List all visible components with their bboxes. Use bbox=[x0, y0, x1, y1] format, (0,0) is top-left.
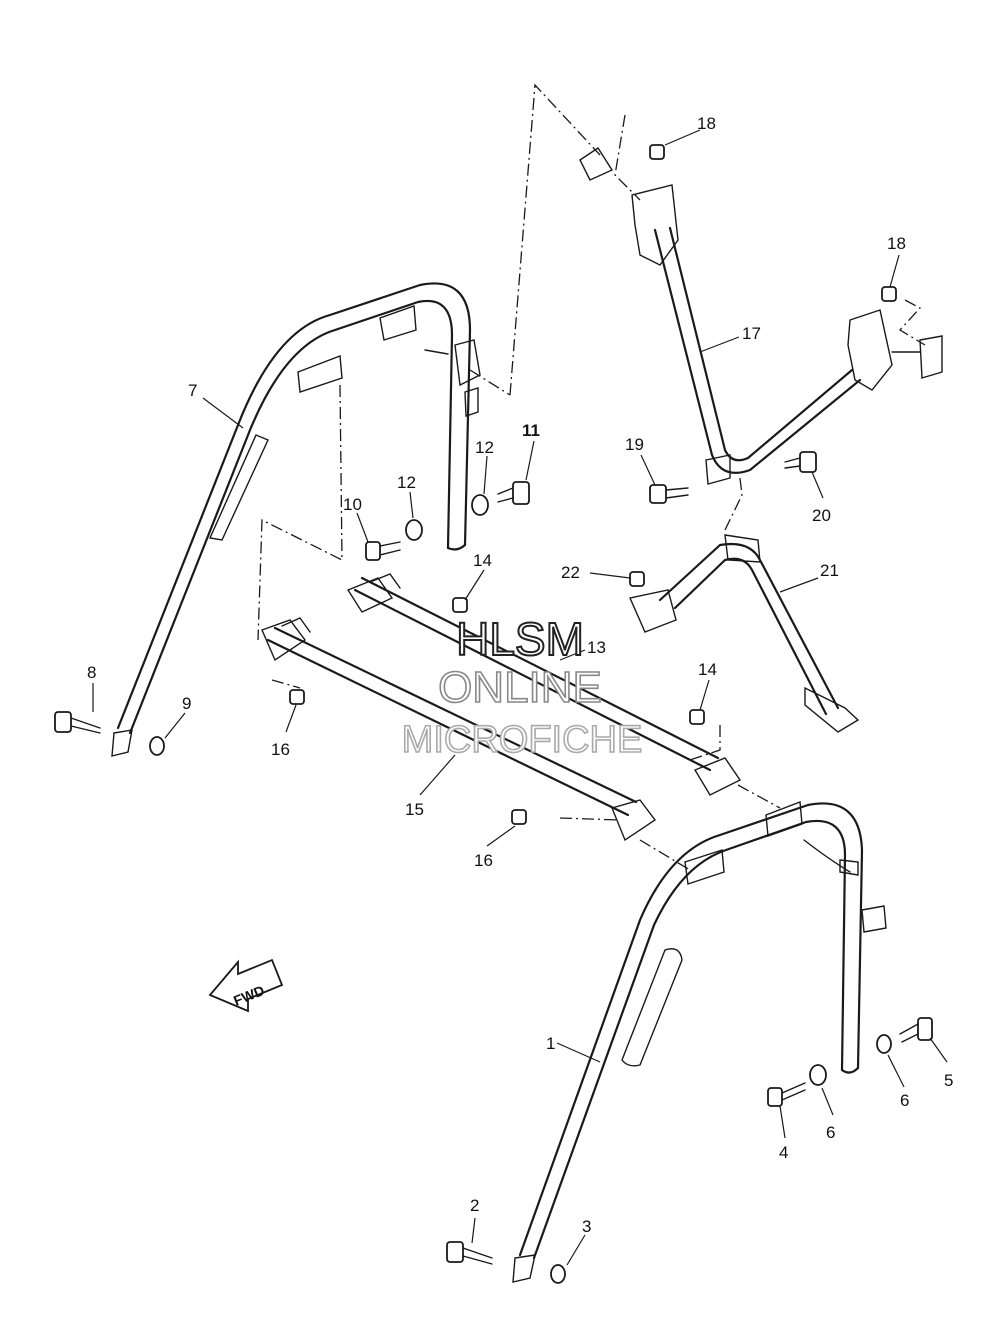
callout-18a: 18 bbox=[697, 114, 716, 133]
washer-6b bbox=[876, 1034, 892, 1054]
assembly-lines bbox=[257, 83, 926, 871]
callout-9: 9 bbox=[182, 694, 191, 713]
bolt-14b bbox=[689, 709, 705, 725]
bolt-14a bbox=[452, 597, 468, 613]
nut-3 bbox=[550, 1264, 566, 1284]
part-1-rear-roll-bar bbox=[512, 801, 887, 1283]
callout-11: 11 bbox=[522, 421, 540, 440]
nut-9 bbox=[149, 736, 165, 756]
callout-3: 3 bbox=[582, 1217, 591, 1236]
bolt-8 bbox=[54, 711, 101, 734]
collar-12b bbox=[471, 494, 489, 516]
callout-15: 15 bbox=[405, 800, 424, 819]
callout-6a: 6 bbox=[826, 1123, 835, 1142]
callout-16b: 16 bbox=[474, 851, 493, 870]
callout-20: 20 bbox=[812, 506, 831, 525]
callout-16a: 16 bbox=[271, 740, 290, 759]
callout-22: 22 bbox=[561, 563, 580, 582]
bolt-16b bbox=[511, 809, 527, 825]
bolt-19 bbox=[649, 484, 689, 504]
callout-10: 10 bbox=[343, 495, 362, 514]
callout-8: 8 bbox=[87, 663, 96, 682]
fwd-direction-arrow: FWD bbox=[208, 958, 284, 1013]
bolt-5 bbox=[899, 1017, 933, 1043]
callout-2: 2 bbox=[470, 1196, 479, 1215]
callout-12b: 12 bbox=[475, 438, 494, 457]
callout-19: 19 bbox=[625, 435, 644, 454]
callout-5: 5 bbox=[944, 1071, 953, 1090]
bolt-18b bbox=[881, 286, 897, 302]
part-13-upper-crossbar bbox=[346, 573, 742, 796]
callout-13: 13 bbox=[587, 638, 606, 657]
bolt-18a bbox=[649, 144, 665, 160]
bolt-2 bbox=[446, 1241, 493, 1265]
callout-labels: 7 8 9 10 12 12 11 14 13 14 16 15 16 18 1… bbox=[87, 114, 953, 1236]
callout-14a: 14 bbox=[473, 551, 492, 570]
part-17-upper-brace bbox=[579, 147, 943, 485]
bolt-22 bbox=[629, 571, 645, 587]
bolt-10 bbox=[365, 541, 401, 561]
callout-18b: 18 bbox=[887, 234, 906, 253]
part-21-rear-brace bbox=[629, 534, 860, 733]
bolt-20 bbox=[784, 451, 817, 473]
watermark-line-3: MICROFICHE bbox=[402, 719, 643, 761]
callout-7: 7 bbox=[188, 381, 197, 400]
collar-12a bbox=[405, 519, 423, 541]
callout-6b: 6 bbox=[900, 1091, 909, 1110]
watermark-line-2: ONLINE bbox=[438, 663, 602, 712]
callout-14b: 14 bbox=[698, 660, 717, 679]
fasteners bbox=[54, 144, 933, 1284]
part-15-lower-crossbar bbox=[261, 617, 657, 842]
callout-17: 17 bbox=[742, 324, 761, 343]
bolt-11 bbox=[497, 481, 530, 505]
callout-21: 21 bbox=[820, 561, 839, 580]
bolt-16a bbox=[289, 689, 305, 705]
bolt-4 bbox=[767, 1082, 806, 1107]
part-7-front-roll-bar bbox=[111, 282, 481, 757]
callout-12a: 12 bbox=[397, 473, 416, 492]
watermark-line-1: HLSM bbox=[456, 613, 584, 665]
watermark: HLSM ONLINE MICROFICHE bbox=[401, 612, 643, 762]
washer-6a bbox=[809, 1064, 827, 1086]
callout-1: 1 bbox=[546, 1034, 555, 1053]
leader-lines bbox=[92, 129, 948, 1266]
callout-4: 4 bbox=[779, 1143, 788, 1162]
